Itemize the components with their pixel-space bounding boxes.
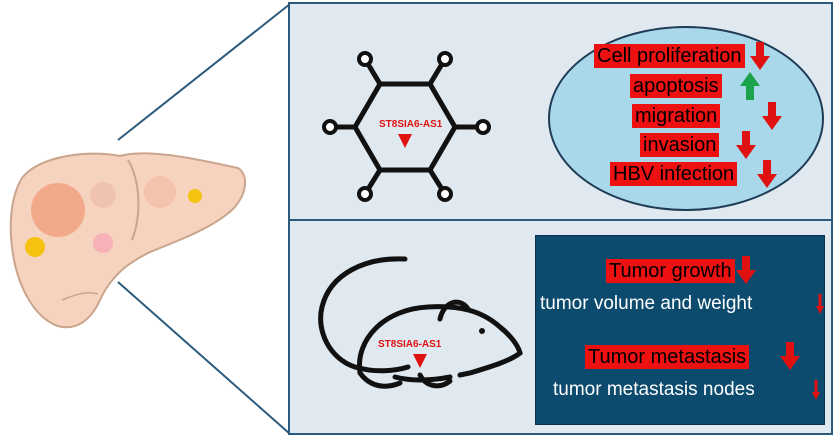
molecule-icon [322,51,491,202]
effect-invasion: invasion [640,133,720,157]
panel-divider [290,219,831,221]
molecule-label: ST8SIA6-AS1 [379,119,443,130]
down-arrow-icon [398,134,412,148]
tumor-nodule [90,182,116,208]
effect-tumor-metastasis: Tumor metastasis [585,345,750,369]
down-arrow-icon [757,160,777,188]
effect-tumor-growth: Tumor growth [606,259,735,283]
effect-migration: migration [632,104,721,128]
zoom-line-top [117,3,291,141]
zoom-line-bottom [117,281,291,435]
down-arrow-icon [413,354,427,368]
tumor-nodule [188,189,202,203]
down-arrow-icon [762,102,782,130]
mouse-icon [318,256,523,389]
down-arrow-icon [812,380,820,400]
down-arrow-icon [736,256,756,284]
effect-apoptosis: apoptosis [630,74,722,98]
mouse-molecule-label: ST8SIA6-AS1 [378,339,442,350]
effect-hbv-infection: HBV infection [610,162,738,186]
tumor-nodule [25,237,45,257]
down-arrow-icon [750,42,770,70]
effect-cell-proliferation: Cell proliferation [594,44,745,68]
tumor-nodule [31,183,85,237]
effect-tumor-volume-weight: tumor volume and weight [540,293,753,314]
results-frame: ST8SIA6-AS1 Cell proliferation apoptosis… [288,2,833,435]
down-arrow-icon [780,342,800,370]
effect-tumor-metastasis-nodes: tumor metastasis nodes [553,379,755,400]
tumor-nodule [93,233,113,253]
down-arrow-icon [816,294,824,314]
liver-icon [9,152,247,329]
down-arrow-icon [736,131,756,159]
tumor-nodule [144,176,176,208]
up-arrow-icon [740,72,760,100]
